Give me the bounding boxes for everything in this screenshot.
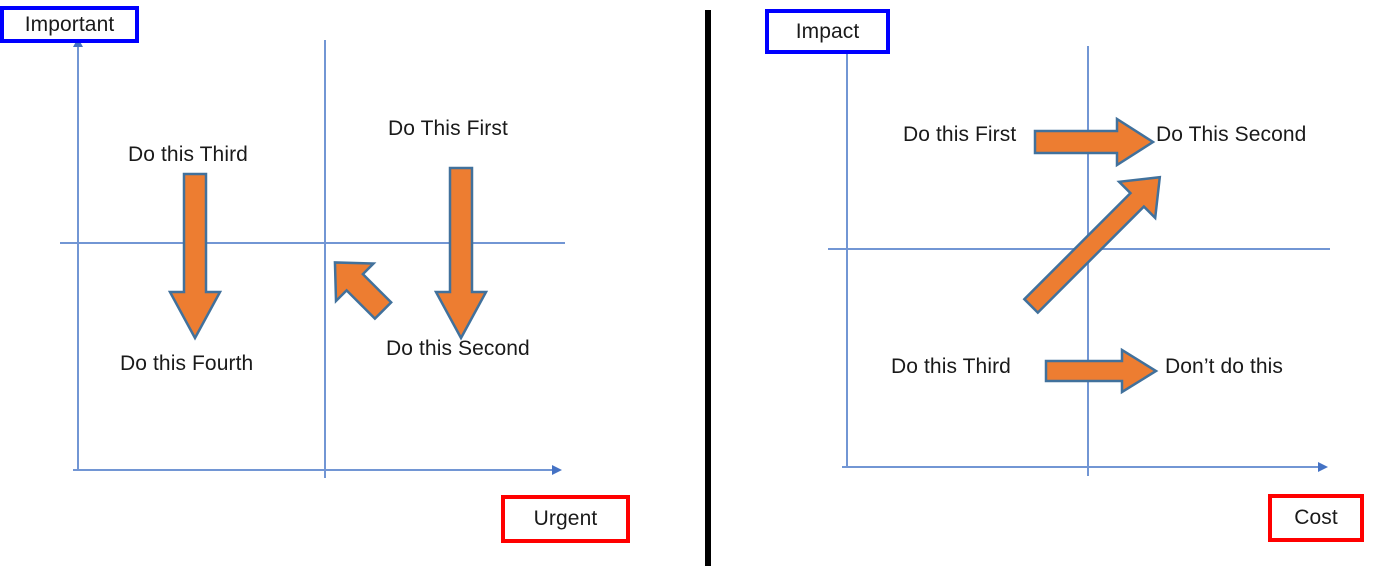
quadrant-label-do-this-second-right: Do This Second: [1156, 123, 1307, 146]
panel-divider: [705, 10, 711, 566]
vertical-midline-left: [324, 40, 326, 478]
quadrant-label-do-this-first-right: Do this First: [903, 123, 1017, 146]
quadrant-label-dont-do-this: Don’t do this: [1165, 355, 1284, 378]
x-axis-arrowhead-right: [1318, 462, 1328, 472]
y-axis-line-right: [846, 50, 848, 467]
horizontal-midline-left: [60, 242, 565, 244]
y-axis-label-text-right: Impact: [795, 19, 860, 43]
x-axis-label-box-urgent: Urgent: [501, 495, 630, 543]
arrow-first-to-second-right: [1033, 116, 1156, 168]
quadrant-label-do-this-third: Do this Third: [128, 143, 248, 166]
x-axis-label-text-right: Cost: [1294, 506, 1338, 529]
arrow-third-to-fourth-down: [167, 172, 223, 341]
urgent-important-matrix-panel: Important Urgent Do This First Do this T…: [0, 6, 630, 543]
x-axis-line-left: [73, 469, 554, 471]
x-axis-label-box-cost: Cost: [1268, 494, 1364, 542]
arrow-second-to-third-down-left: [1004, 163, 1189, 318]
y-axis-line-left: [77, 46, 79, 470]
quadrant-label-do-this-second: Do this Second: [386, 337, 530, 360]
quadrant-label-do-this-first: Do This First: [388, 117, 508, 140]
arrow-third-to-dont-right: [1044, 347, 1159, 395]
cost-impact-matrix-panel: Impact Cost Do this First Do This Second…: [708, 0, 1375, 579]
x-axis-line-right: [842, 466, 1320, 468]
quadrant-label-do-this-fourth: Do this Fourth: [120, 352, 254, 375]
y-axis-label-box-impact: Impact: [765, 9, 890, 54]
arrow-first-to-second-down: [433, 166, 489, 341]
y-axis-label-box-important: Important: [0, 6, 139, 43]
arrow-second-to-third-up-left: [255, 190, 405, 325]
x-axis-arrowhead-left: [552, 465, 562, 475]
quadrant-label-do-this-third-right: Do this Third: [891, 355, 1011, 378]
x-axis-label-text-left: Urgent: [533, 507, 598, 530]
y-axis-label-text-left: Important: [24, 12, 115, 36]
